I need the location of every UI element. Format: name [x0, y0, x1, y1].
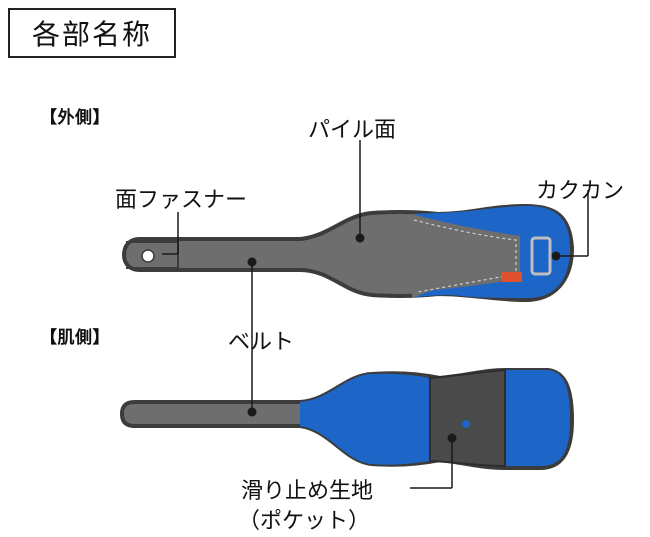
belt-dot-outer	[247, 257, 257, 267]
fastener-label: 面ファスナー	[115, 188, 248, 213]
nonslip-dot	[447, 433, 457, 443]
buckle-ring	[530, 236, 552, 276]
inner-blue-right	[505, 370, 570, 466]
outer-orange-tag	[502, 272, 522, 282]
nonslip-label-line2: （ポケット）	[238, 509, 371, 534]
inner-blue-left	[300, 373, 430, 465]
nonslip-label-line1: 滑り止め生地	[241, 479, 374, 504]
callouts	[162, 140, 589, 489]
pocket-dot	[462, 420, 470, 428]
fastener-hole	[141, 249, 155, 263]
inner-strap	[119, 368, 575, 470]
nonslip-pocket	[429, 368, 506, 468]
outer-fold	[412, 214, 520, 298]
pile-label: パイル面	[308, 118, 397, 143]
fastener-patch	[126, 241, 179, 269]
belt-label: ベルト	[228, 330, 295, 355]
pile-dot	[355, 233, 365, 243]
title-box: 各部名称	[8, 8, 176, 58]
outer-strap	[121, 203, 575, 303]
belt-dot-inner	[247, 407, 257, 417]
outer-blue-fabric	[412, 206, 570, 298]
section-inner-label: 【肌側】	[40, 328, 110, 348]
buckle-dot	[551, 251, 561, 261]
buckle-label: カクカン	[536, 179, 625, 204]
page-title: 各部名称	[31, 18, 152, 51]
outer-stitching	[413, 219, 517, 293]
section-outer-label: 【外側】	[40, 108, 110, 128]
